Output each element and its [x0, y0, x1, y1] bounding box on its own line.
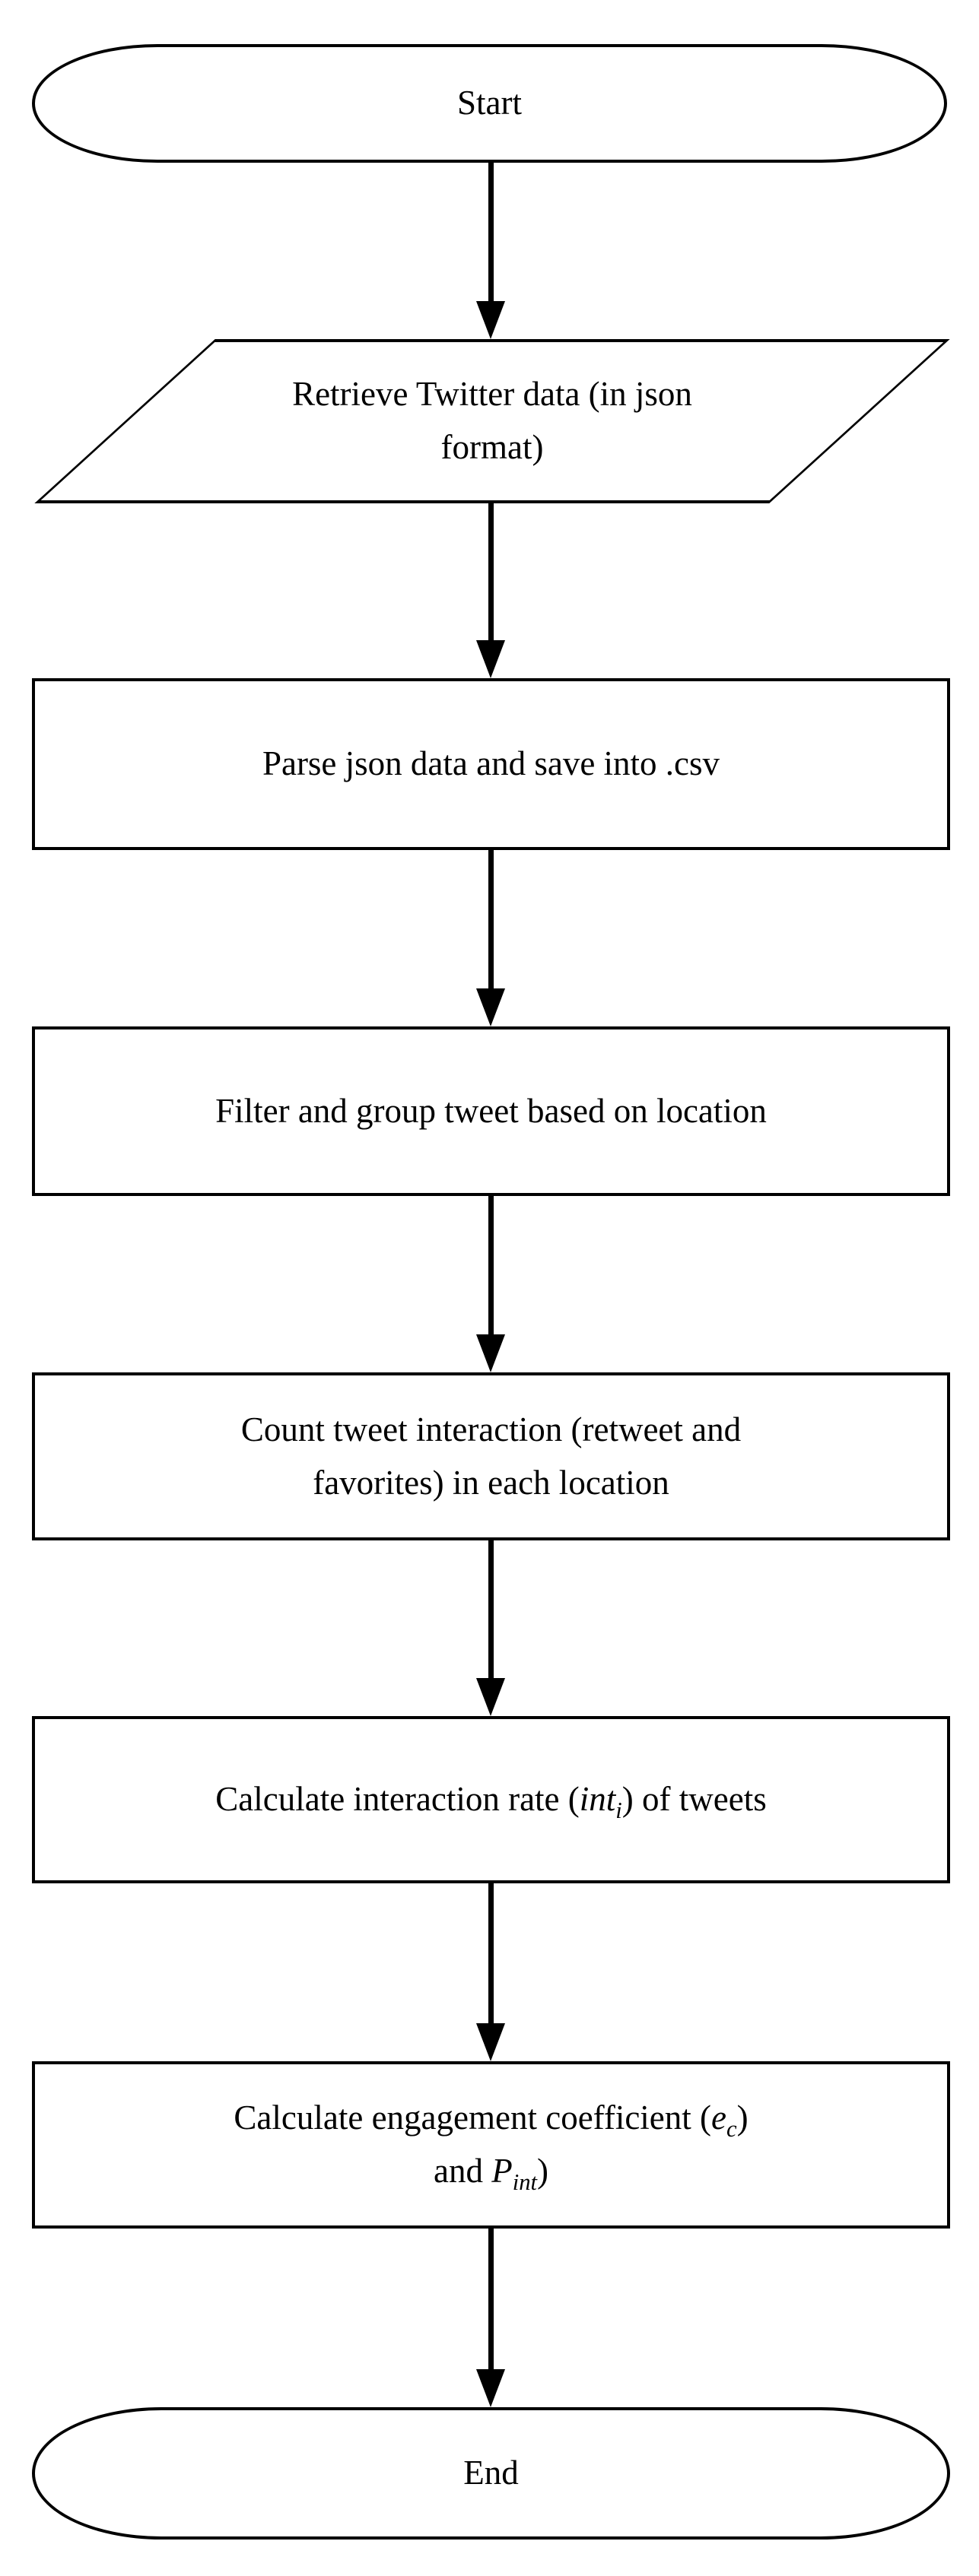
- node-count-process: Count tweet interaction (retweet and fav…: [32, 1372, 950, 1540]
- flow-arrow-rate-to-engagement: [476, 1882, 505, 2061]
- arrow-head-icon: [476, 1334, 505, 1372]
- arrow-line: [488, 1882, 494, 2023]
- node-filter-process: Filter and group tweet based on location: [32, 1026, 950, 1196]
- arrow-line: [488, 502, 494, 640]
- node-start-terminator: Start: [32, 44, 947, 163]
- node-end-terminator: End: [32, 2407, 950, 2540]
- node-engagement-line2-var: P: [491, 2152, 513, 2190]
- node-retrieve-label-line2: format): [440, 428, 544, 466]
- node-rate-label-pre: Calculate interaction rate (: [215, 1780, 580, 1819]
- arrow-head-icon: [476, 640, 505, 678]
- arrow-line: [488, 849, 494, 988]
- arrow-line: [488, 2227, 494, 2369]
- node-engagement-line2-sub: int: [512, 2169, 538, 2195]
- node-engagement-label-line1: Calculate engagement coefficient (ec): [234, 2092, 748, 2145]
- node-rate-label-sub: i: [615, 1797, 622, 1824]
- arrow-line: [488, 1539, 494, 1678]
- node-rate-label-var: int: [579, 1780, 616, 1819]
- node-filter-label: Filter and group tweet based on location: [215, 1091, 767, 1130]
- flow-arrow-parse-to-filter: [476, 849, 505, 1026]
- node-count-label-line1: Count tweet interaction (retweet and: [240, 1410, 742, 1448]
- flow-arrow-start-to-retrieve: [476, 161, 505, 339]
- node-engagement-line1-var: e: [711, 2099, 726, 2137]
- flow-arrow-filter-to-count: [476, 1194, 505, 1372]
- node-rate-label: Calculate interaction rate (inti) of twe…: [215, 1773, 766, 1826]
- arrow-line: [488, 161, 494, 301]
- flow-arrow-count-to-rate: [476, 1539, 505, 1716]
- node-start-label: Start: [457, 84, 522, 122]
- node-end-label: End: [463, 2454, 519, 2492]
- node-retrieve-label: Retrieve Twitter data (in json format): [125, 339, 860, 503]
- flow-arrow-retrieve-to-parse: [476, 502, 505, 678]
- node-engagement-line1-pre: Calculate engagement coefficient (: [234, 2099, 712, 2137]
- node-engagement-line1-sub: c: [726, 2116, 737, 2143]
- node-engagement-process: Calculate engagement coefficient (ec) an…: [32, 2061, 950, 2229]
- node-parse-label: Parse json data and save into .csv: [262, 744, 720, 783]
- node-count-label-line2: favorites) in each location: [313, 1463, 669, 1502]
- arrow-head-icon: [476, 301, 505, 339]
- node-engagement-line2-post: ): [537, 2152, 549, 2190]
- node-engagement-line1-post: ): [736, 2099, 749, 2137]
- arrow-head-icon: [476, 1678, 505, 1716]
- flow-arrow-engagement-to-end: [476, 2227, 505, 2407]
- node-engagement-label-line2: and Pint): [434, 2145, 548, 2198]
- arrow-head-icon: [476, 2369, 505, 2407]
- node-engagement-line2-pre: and: [433, 2152, 492, 2190]
- node-parse-process: Parse json data and save into .csv: [32, 678, 950, 850]
- arrow-head-icon: [476, 2023, 505, 2061]
- node-rate-label-post: ) of tweets: [621, 1780, 767, 1819]
- arrow-line: [488, 1194, 494, 1334]
- node-rate-process: Calculate interaction rate (inti) of twe…: [32, 1716, 950, 1883]
- node-retrieve-label-line1: Retrieve Twitter data (in json: [292, 375, 692, 414]
- arrow-head-icon: [476, 988, 505, 1026]
